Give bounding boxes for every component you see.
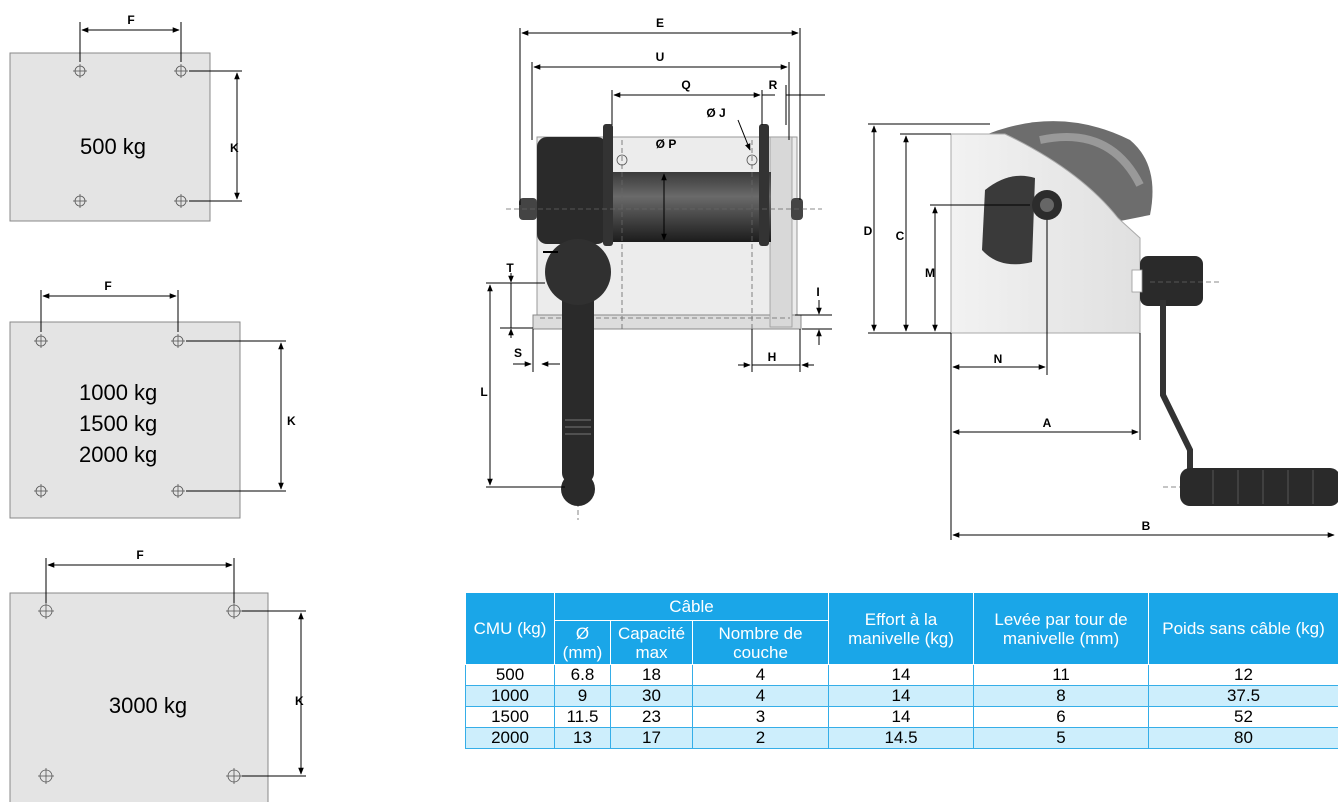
- plate-3000: F K 3000 kg: [9, 548, 306, 802]
- crank-handle: [1180, 468, 1338, 506]
- cell-diameter: 13: [554, 727, 611, 749]
- dim-label-k: K: [230, 141, 239, 155]
- col-header-diameter: Ø (mm): [554, 620, 611, 665]
- capacity-label: 3000 kg: [109, 693, 187, 718]
- crank-hub: [545, 239, 611, 305]
- cell-layers: 2: [691, 727, 830, 749]
- dim-label-f: F: [136, 548, 143, 562]
- table-row: 2000 13 17 2 14.5 5 80: [465, 727, 1338, 749]
- cell-layers: 4: [691, 685, 830, 707]
- cell-weight: 80: [1148, 727, 1338, 749]
- cell-lift: 5: [973, 727, 1150, 749]
- cell-weight: 37.5: [1148, 685, 1338, 707]
- crank-arm: [1160, 300, 1193, 490]
- bolt-hole-icon: [73, 64, 188, 208]
- capacity-label: 1000 kg: [79, 380, 157, 405]
- cell-effort: 14: [828, 664, 975, 686]
- dim-label-a: A: [1043, 416, 1052, 430]
- col-header-layers: Nombre de couche: [691, 620, 830, 665]
- table-row: 1500 11.5 23 3 14 6 52: [465, 706, 1338, 728]
- cell-layers: 4: [691, 664, 830, 686]
- cell-weight: 52: [1148, 706, 1338, 728]
- cell-weight: 12: [1148, 664, 1338, 686]
- plate-500: F K 500 kg: [9, 13, 242, 222]
- gear-segment: [982, 175, 1035, 265]
- winch-front-view: E U Q R Ø J Ø P T L S: [480, 16, 832, 520]
- cell-capacity: 18: [610, 664, 693, 686]
- col-header-lift: Levée par tour de manivelle (mm): [973, 592, 1150, 665]
- dim-label-u: U: [656, 50, 665, 64]
- cell-cmu: 500: [465, 664, 555, 686]
- dim-label-f: F: [127, 13, 134, 27]
- dim-label-m: M: [925, 266, 935, 280]
- cell-effort: 14: [828, 706, 975, 728]
- crank-arm: [562, 268, 594, 483]
- cell-effort: 14: [828, 685, 975, 707]
- dim-label-i: I: [816, 285, 819, 299]
- cell-diameter: 9: [554, 685, 611, 707]
- table-row: 1000 9 30 4 14 8 37.5: [465, 685, 1338, 707]
- cell-layers: 3: [691, 706, 830, 728]
- capacity-label: 1500 kg: [79, 411, 157, 436]
- mounting-plate: [9, 52, 211, 222]
- col-header-effort: Effort à la manivelle (kg): [828, 592, 975, 665]
- col-header-weight: Poids sans câble (kg): [1148, 592, 1338, 665]
- cell-cmu: 1500: [465, 706, 555, 728]
- dim-label-f: F: [104, 279, 111, 293]
- cell-cmu: 2000: [465, 727, 555, 749]
- crank-hub: [1140, 256, 1203, 306]
- dim-label-d: D: [864, 224, 873, 238]
- cable-drum: [603, 172, 771, 242]
- bolt-hole-icon: [34, 334, 185, 498]
- cell-diameter: 11.5: [554, 706, 611, 728]
- cell-lift: 6: [973, 706, 1150, 728]
- mounting-plate: [9, 321, 241, 519]
- cell-capacity: 30: [610, 685, 693, 707]
- cell-diameter: 6.8: [554, 664, 611, 686]
- cell-lift: 11: [973, 664, 1150, 686]
- plate-1000-2000: F K 1000 kg 1500 kg 2000 kg: [9, 279, 296, 519]
- cell-capacity: 17: [610, 727, 693, 749]
- crank-knob: [561, 472, 595, 506]
- specifications-table: CMU (kg) Câble Effort à la manivelle (kg…: [465, 592, 1338, 749]
- dim-label-e: E: [656, 16, 664, 30]
- table-row: 500 6.8 18 4 14 11 12: [465, 664, 1338, 686]
- cell-cmu: 1000: [465, 685, 555, 707]
- dim-label-c: C: [896, 229, 905, 243]
- dim-label-s: S: [514, 346, 522, 360]
- capacity-label: 2000 kg: [79, 442, 157, 467]
- dim-label-l: L: [480, 385, 487, 399]
- col-header-cable: Câble: [553, 592, 830, 621]
- gear-cover: [537, 137, 607, 244]
- dim-label-n: N: [994, 352, 1003, 366]
- dim-label-h: H: [768, 350, 777, 364]
- bolt-hole-icon: [38, 603, 242, 784]
- dim-label-b: B: [1142, 519, 1151, 533]
- dim-label-t: T: [506, 261, 514, 275]
- dim-label-j: Ø J: [706, 106, 725, 120]
- cell-capacity: 23: [610, 706, 693, 728]
- cell-effort: 14.5: [828, 727, 975, 749]
- col-header-cmu: CMU (kg): [465, 592, 555, 665]
- capacity-label: 500 kg: [80, 134, 146, 159]
- dim-label-k: K: [287, 414, 296, 428]
- col-header-capacity: Capacité max: [610, 620, 693, 665]
- dim-label-p: Ø P: [656, 137, 677, 151]
- dim-label-q: Q: [681, 78, 690, 92]
- cell-lift: 8: [973, 685, 1150, 707]
- dim-label-k: K: [295, 694, 304, 708]
- mounting-plate: [9, 592, 269, 802]
- winch-side-view: D C M N A B: [864, 121, 1338, 540]
- dim-label-r: R: [769, 78, 778, 92]
